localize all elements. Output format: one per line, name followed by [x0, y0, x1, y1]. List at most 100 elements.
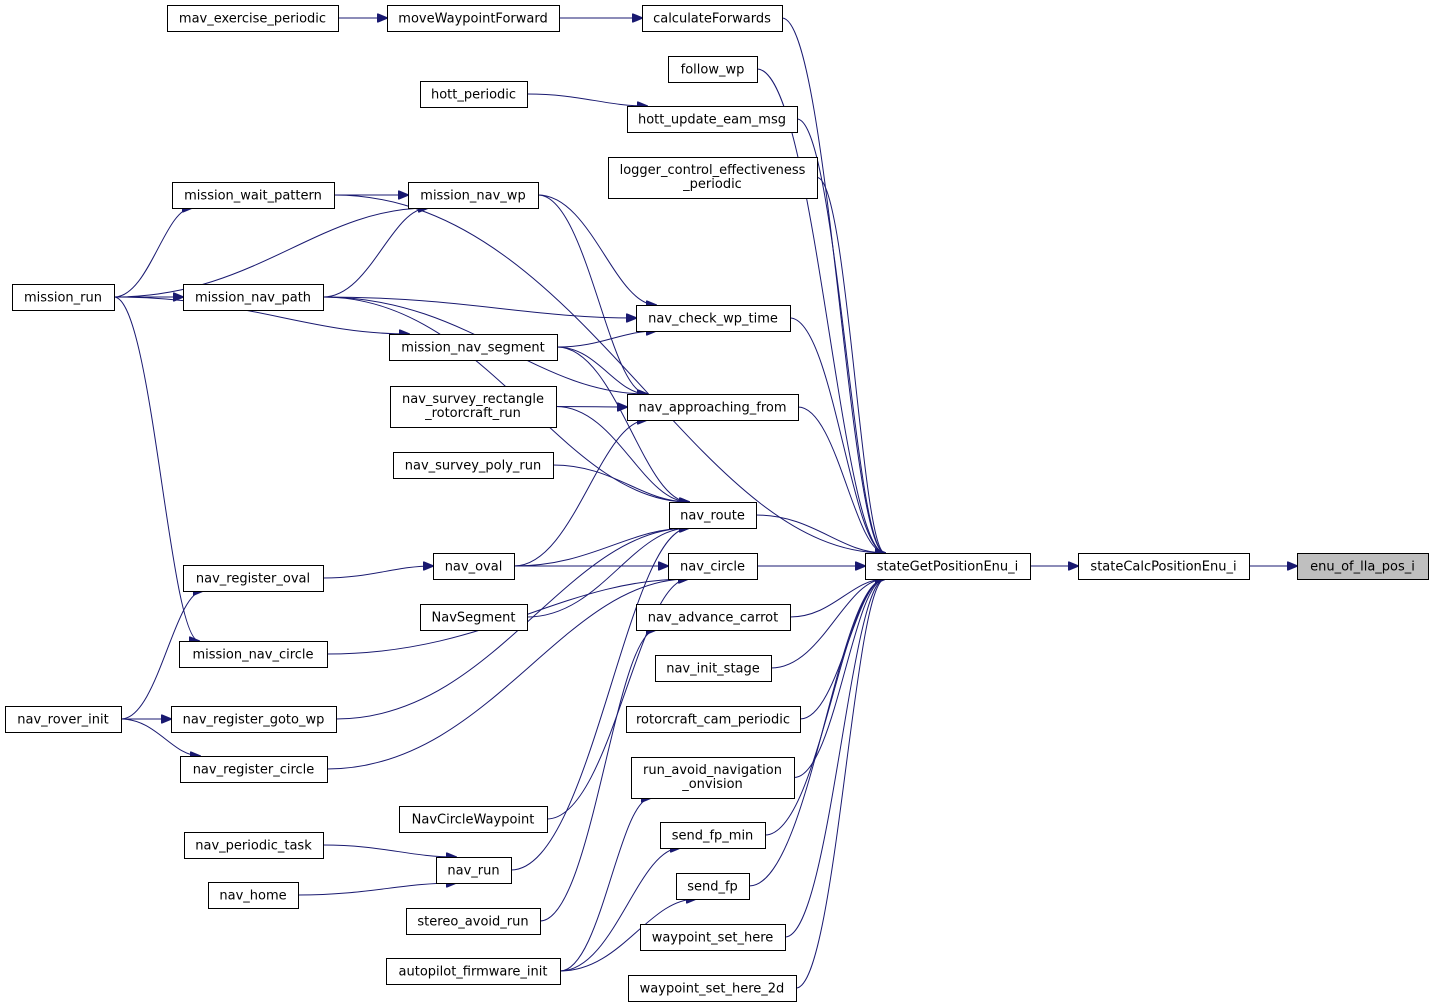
node-label: nav_register_oval [196, 572, 310, 587]
node-label: nav_oval [445, 560, 503, 575]
node-label: nav_check_wp_time [648, 312, 778, 327]
node-nav-periodic-task[interactable]: nav_periodic_task [184, 832, 324, 859]
node-enu-of-lla-pos-i[interactable]: enu_of_lla_pos_i [1297, 553, 1429, 580]
node-nav-register-oval[interactable]: nav_register_oval [183, 565, 324, 592]
node-label: nav_survey_poly_run [405, 459, 541, 474]
node-box [865, 553, 1031, 580]
node-nav-init-stage[interactable]: nav_init_stage [655, 655, 772, 682]
node-nav-rover-init[interactable]: nav_rover_init [5, 706, 122, 733]
node-box [1297, 553, 1429, 580]
node-nav-register-goto-wp[interactable]: nav_register_goto_wp [171, 706, 337, 733]
node-box [183, 565, 324, 592]
node-calculateforwards[interactable]: calculateForwards [642, 5, 783, 32]
node-label: nav_rover_init [17, 713, 109, 728]
edge-nav_register_oval-to-nav_oval [322, 566, 433, 579]
edge-mission_run-to-mission_nav_wp [113, 208, 428, 298]
node-nav-approaching-from[interactable]: nav_approaching_from [627, 394, 799, 421]
node-navsegment[interactable]: NavSegment [420, 604, 528, 631]
node-run-avoid-navigation-onvision[interactable]: run_avoid_navigation_onvision [631, 757, 795, 799]
node-box [420, 81, 528, 108]
node-label: nav_approaching_from [638, 401, 786, 416]
node-send-fp-min[interactable]: send_fp_min [660, 822, 766, 849]
node-box [1078, 553, 1250, 580]
node-box [627, 394, 799, 421]
node-label: send_fp [687, 880, 738, 895]
node-nav-register-circle[interactable]: nav_register_circle [180, 756, 328, 783]
node-nav-advance-carrot[interactable]: nav_advance_carrot [636, 604, 791, 631]
node-follow-wp[interactable]: follow_wp [668, 56, 758, 83]
node-waypoint-set-here-2d[interactable]: waypoint_set_here_2d [628, 975, 797, 1002]
node-nav-survey-rectangle-rotorcraft-run[interactable]: nav_survey_rectangle_rotorcraft_run [390, 386, 557, 428]
edge-mission_nav_segment-to-nav_check_wp_time [556, 331, 656, 348]
node-nav-check-wp-time[interactable]: nav_check_wp_time [636, 305, 791, 332]
node-box [631, 757, 795, 799]
node-hott-update-eam-msg[interactable]: hott_update_eam_msg [627, 106, 798, 133]
node-navcirclewaypoint[interactable]: NavCircleWaypoint [399, 806, 548, 833]
node-box [12, 284, 115, 311]
edge-nav_survey_rectangle_rotorcraft_run-to-nav_route [555, 406, 689, 503]
edge-mission_nav_wp-to-nav_approaching_from [537, 194, 647, 394]
node-logger-control-effectiveness-periodic[interactable]: logger_control_effectiveness_periodic [608, 157, 818, 199]
node-label: calculateForwards [653, 12, 771, 27]
edge-nav_home-to-nav_run [297, 883, 456, 896]
node-box [436, 857, 512, 884]
edge-autopilot_firmware_init-to-send_fp [559, 899, 696, 972]
edge-calculateForwards-to-stateGetPositionEnu_i [781, 17, 885, 553]
node-label: _rotorcraft_run [424, 406, 521, 421]
edge-nav_approaching_from-to-stateGetPositionEnu_i [797, 406, 885, 553]
edge-nav_rover_init-to-nav_register_oval [120, 591, 203, 720]
node-waypoint-set-here[interactable]: waypoint_set_here [640, 924, 786, 951]
node-send-fp[interactable]: send_fp [676, 873, 750, 900]
node-nav-route[interactable]: nav_route [669, 502, 757, 529]
node-nav-circle[interactable]: nav_circle [668, 553, 758, 580]
node-rotorcraft-cam-periodic[interactable]: rotorcraft_cam_periodic [626, 706, 801, 733]
edge-send_fp_min-to-stateGetPositionEnu_i [764, 579, 885, 836]
node-mission-wait-pattern[interactable]: mission_wait_pattern [172, 182, 335, 209]
node-label: send_fp_min [672, 829, 754, 844]
node-stereo-avoid-run[interactable]: stereo_avoid_run [406, 908, 541, 935]
node-label: run_avoid_navigation [643, 763, 782, 778]
node-box [406, 908, 541, 935]
node-mission-nav-path[interactable]: mission_nav_path [183, 284, 324, 311]
node-label: mission_nav_circle [192, 648, 313, 663]
node-nav-survey-poly-run[interactable]: nav_survey_poly_run [393, 452, 554, 479]
node-box [640, 924, 786, 951]
node-autopilot-firmware-init[interactable]: autopilot_firmware_init [386, 958, 561, 985]
node-box [608, 157, 818, 199]
node-nav-run[interactable]: nav_run [436, 857, 512, 884]
node-label: nav_init_stage [666, 662, 760, 677]
edge-NavCircleWaypoint-to-nav_circle [546, 579, 688, 820]
node-movewaypointforward[interactable]: moveWaypointForward [387, 5, 560, 32]
node-statecalcpositionenu-i[interactable]: stateCalcPositionEnu_i [1078, 553, 1250, 580]
edge-nav_route-to-stateGetPositionEnu_i [755, 514, 885, 553]
node-stategetpositionenu-i[interactable]: stateGetPositionEnu_i [865, 553, 1031, 580]
edge-logger_control_effectiveness_periodic-to-stateGetPositionEnu_i [816, 177, 885, 554]
edge-waypoint_set_here_2d-to-stateGetPositionEnu_i [795, 579, 885, 989]
node-nav-home[interactable]: nav_home [208, 882, 299, 909]
node-box [655, 655, 772, 682]
node-box [386, 958, 561, 985]
node-mission-nav-circle[interactable]: mission_nav_circle [179, 641, 328, 668]
node-mission-run[interactable]: mission_run [12, 284, 115, 311]
edge-mission_nav_wp-to-nav_check_wp_time [537, 194, 656, 305]
node-box [668, 56, 758, 83]
node-mav-exercise-periodic[interactable]: mav_exercise_periodic [167, 5, 339, 32]
node-box [660, 822, 766, 849]
edge-nav_periodic_task-to-nav_run [322, 844, 456, 857]
node-label: logger_control_effectiveness [620, 163, 806, 178]
node-mission-nav-segment[interactable]: mission_nav_segment [389, 334, 558, 361]
node-nav-oval[interactable]: nav_oval [433, 553, 515, 580]
edge-nav_register_circle-to-nav_circle [326, 579, 688, 770]
node-box [184, 832, 324, 859]
node-label: autopilot_firmware_init [399, 965, 548, 980]
edge-send_fp-to-stateGetPositionEnu_i [748, 579, 885, 887]
edge-nav_survey_poly_run-to-nav_route [552, 464, 689, 502]
node-box [626, 706, 801, 733]
node-label: mission_nav_wp [420, 189, 525, 204]
node-hott-periodic[interactable]: hott_periodic [420, 81, 528, 108]
node-label: stateGetPositionEnu_i [877, 560, 1019, 575]
edge-mission_wait_pattern-to-stateGetPositionEnu_i [333, 194, 885, 553]
edge-rotorcraft_cam_periodic-to-stateGetPositionEnu_i [799, 579, 885, 720]
node-mission-nav-wp[interactable]: mission_nav_wp [408, 182, 539, 209]
edge-run_avoid_navigation_onvision-to-stateGetPositionEnu_i [793, 579, 885, 778]
